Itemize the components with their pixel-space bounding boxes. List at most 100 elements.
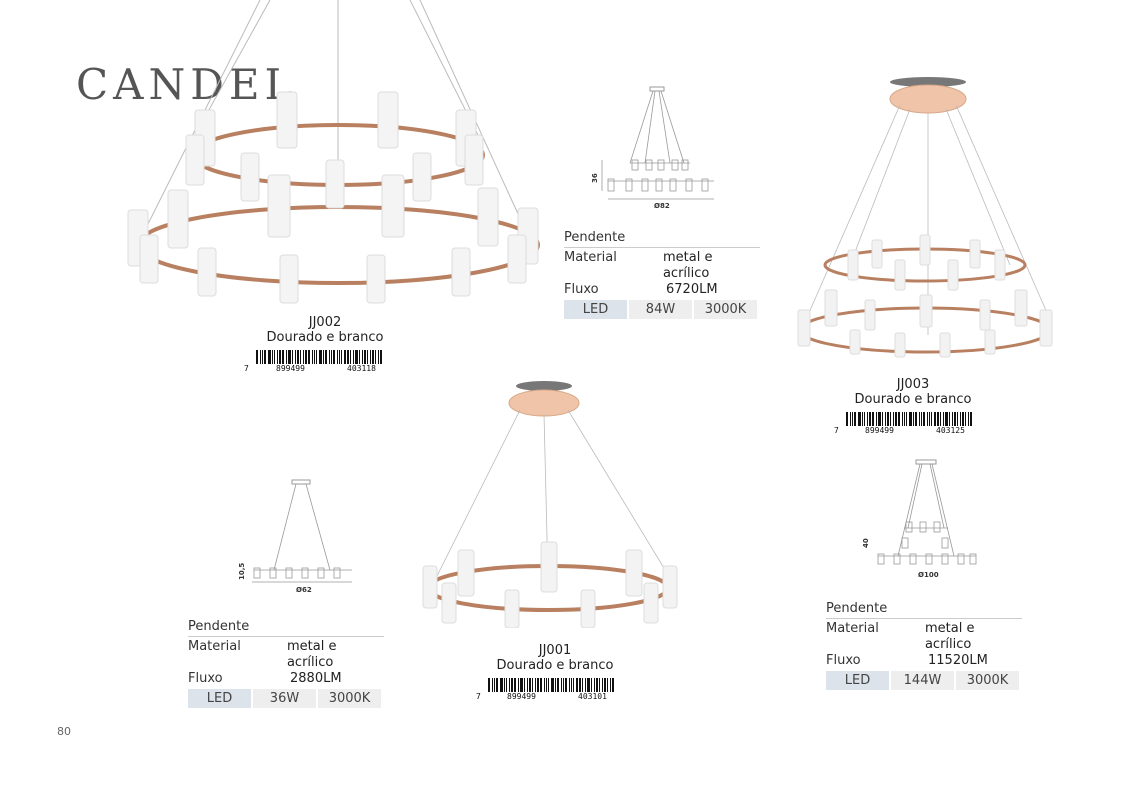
barcode-bar	[906, 412, 907, 426]
barcode-bar	[940, 412, 941, 426]
spec-material-value: metal e acrílico	[662, 250, 713, 281]
barcode-bar	[355, 350, 358, 364]
barcode-bar	[494, 678, 495, 692]
spec-temp-chip: 3000K	[694, 300, 757, 319]
technical-drawing-jj003: 40 Ø100	[862, 459, 977, 579]
barcode-bar	[277, 350, 278, 364]
spec-watts-chip: 144W	[891, 671, 954, 690]
barcode-bar	[585, 678, 586, 692]
barcode-bar	[882, 412, 883, 426]
barcode-bars	[256, 350, 404, 364]
barcode-bar	[260, 350, 261, 364]
barcode-bar	[962, 412, 964, 426]
barcode-bar	[965, 412, 966, 426]
barcode-bar	[520, 678, 523, 692]
spec-flux-label: Fluxo	[188, 671, 223, 686]
barcode-bar	[895, 412, 897, 426]
product-color-jj001: Dourado e branco	[496, 658, 614, 673]
barcode-bar	[923, 412, 925, 426]
barcode-bar	[921, 412, 922, 426]
barcode-bar	[367, 350, 368, 364]
spec-material-label: Material	[564, 250, 617, 265]
barcode-bar	[529, 678, 531, 692]
product-photo-jj001	[422, 381, 678, 628]
barcode-bar	[364, 350, 366, 364]
barcode-bar	[264, 350, 266, 364]
barcode-bar	[887, 412, 889, 426]
barcode-bar	[607, 678, 608, 692]
barcode-bar	[544, 678, 545, 692]
product-photo-jj002	[127, 0, 540, 304]
barcode-bar	[305, 350, 307, 364]
barcode-bar	[268, 350, 271, 364]
barcode-bar	[372, 350, 374, 364]
barcode-bar	[339, 350, 340, 364]
product-photo-jj003	[797, 77, 1053, 358]
barcode-bar	[341, 350, 342, 364]
barcode-bar	[852, 412, 853, 426]
spec-watts-chip: 36W	[253, 689, 316, 708]
barcode-bar	[308, 350, 310, 364]
barcode-bar	[929, 412, 930, 426]
drawing-diameter-label: Ø82	[654, 202, 670, 210]
spec-flux-value: 2880LM	[290, 671, 342, 686]
barcode-bar	[943, 412, 944, 426]
barcode-bar	[362, 350, 363, 364]
barcode-digit-group: 899499	[865, 426, 894, 435]
spec-watts-chip: 84W	[629, 300, 692, 319]
barcode-bar	[256, 350, 258, 364]
barcode-bar	[370, 350, 371, 364]
barcode-digit-group: 899499	[507, 692, 536, 701]
spec-temp-chip: 3000K	[956, 671, 1019, 690]
product-code-jj002: JJ002	[308, 315, 342, 330]
product-code-jj001: JJ001	[538, 643, 572, 658]
barcode-bar	[954, 412, 956, 426]
barcode-bar	[297, 350, 299, 364]
barcode-bar	[509, 678, 510, 692]
barcode-bar	[380, 350, 382, 364]
barcode-bar	[500, 678, 503, 692]
barcode-bar	[890, 412, 891, 426]
barcode-bar	[872, 412, 874, 426]
barcode-bar	[344, 350, 346, 364]
barcode-bar	[919, 412, 920, 426]
barcode-bar	[350, 350, 351, 364]
barcode-bar	[295, 350, 296, 364]
barcode-bar	[375, 350, 376, 364]
technical-drawing-jj002: 36 Ø82	[591, 86, 714, 210]
barcode-bar	[850, 412, 851, 426]
barcode-digit-group: 7	[834, 426, 839, 435]
barcode-jj003: 7 899499 403125	[834, 412, 994, 436]
barcode-bar	[846, 412, 848, 426]
barcode-jj002: 7 899499 403118	[244, 350, 404, 374]
barcode-bar	[316, 350, 317, 364]
barcode-bar	[527, 678, 528, 692]
barcode-bar	[518, 678, 519, 692]
barcode-bar	[937, 412, 939, 426]
barcode-bar	[604, 678, 606, 692]
barcode-bar	[557, 678, 559, 692]
barcode-bar	[514, 678, 516, 692]
barcode-bar	[303, 350, 304, 364]
barcode-bar	[331, 350, 332, 364]
barcode-bar	[878, 412, 881, 426]
barcode-digit-group: 7	[244, 364, 249, 373]
spec-led-chip: LED	[188, 689, 251, 708]
barcode-bar	[325, 350, 327, 364]
barcode-bar	[576, 678, 578, 692]
barcode-bar	[854, 412, 856, 426]
barcode-bar	[862, 412, 863, 426]
spec-title: Pendente	[826, 601, 1022, 619]
barcode-bar	[563, 678, 564, 692]
barcode-bar	[876, 412, 877, 426]
barcode-bar	[867, 412, 868, 426]
product-code-jj003: JJ003	[896, 377, 930, 392]
barcode-bar	[968, 412, 969, 426]
barcode-bar	[902, 412, 903, 426]
barcode-bar	[492, 678, 493, 692]
barcode-bar	[359, 350, 360, 364]
barcode-bar	[524, 678, 525, 692]
barcode-bar	[571, 678, 572, 692]
